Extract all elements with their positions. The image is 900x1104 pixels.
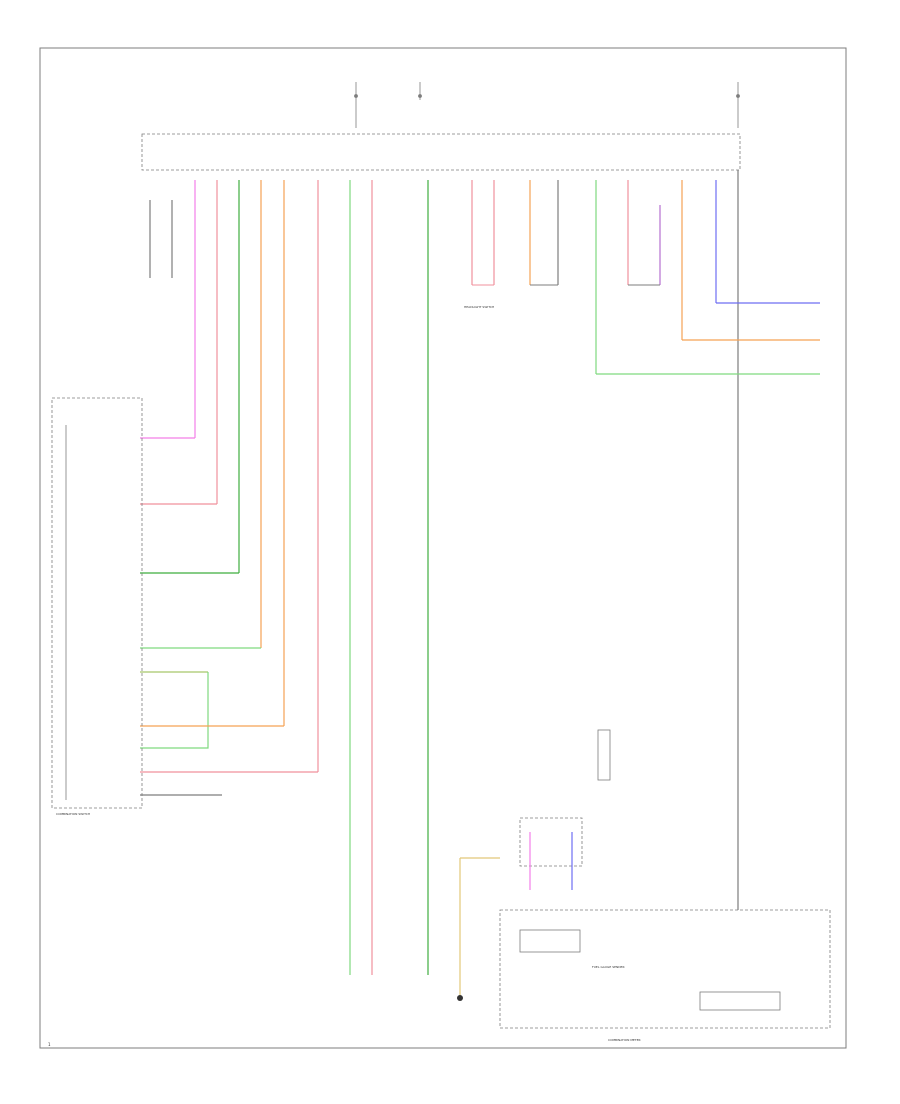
diagram-frame bbox=[39, 47, 847, 1049]
headlight-switch-block-label: HEADLIGHT SWITCH bbox=[464, 305, 494, 309]
combination-meter bbox=[459, 817, 831, 1029]
top-power-sources bbox=[354, 82, 740, 128]
combination-switch-wires bbox=[140, 437, 318, 796]
combination-meter-label: COMBINATION METER bbox=[608, 1038, 641, 1042]
junction-block bbox=[141, 133, 741, 171]
combination-switch-label: COMBINATION SWITCH bbox=[56, 812, 90, 816]
vertical-wires bbox=[149, 170, 739, 975]
page-ref-label: 1 bbox=[48, 1042, 51, 1047]
combination-switch bbox=[51, 397, 143, 809]
right-page-connections bbox=[596, 302, 820, 375]
fuel-gauge-sender-label: FUEL GAUGE SENDER bbox=[592, 965, 625, 969]
diagram-labels: 1 COMBINATION SWITCH COMBINATION METER H… bbox=[48, 305, 641, 1047]
ground-symbol-icon bbox=[457, 995, 463, 1001]
fuel-gauge-sender bbox=[597, 729, 611, 781]
